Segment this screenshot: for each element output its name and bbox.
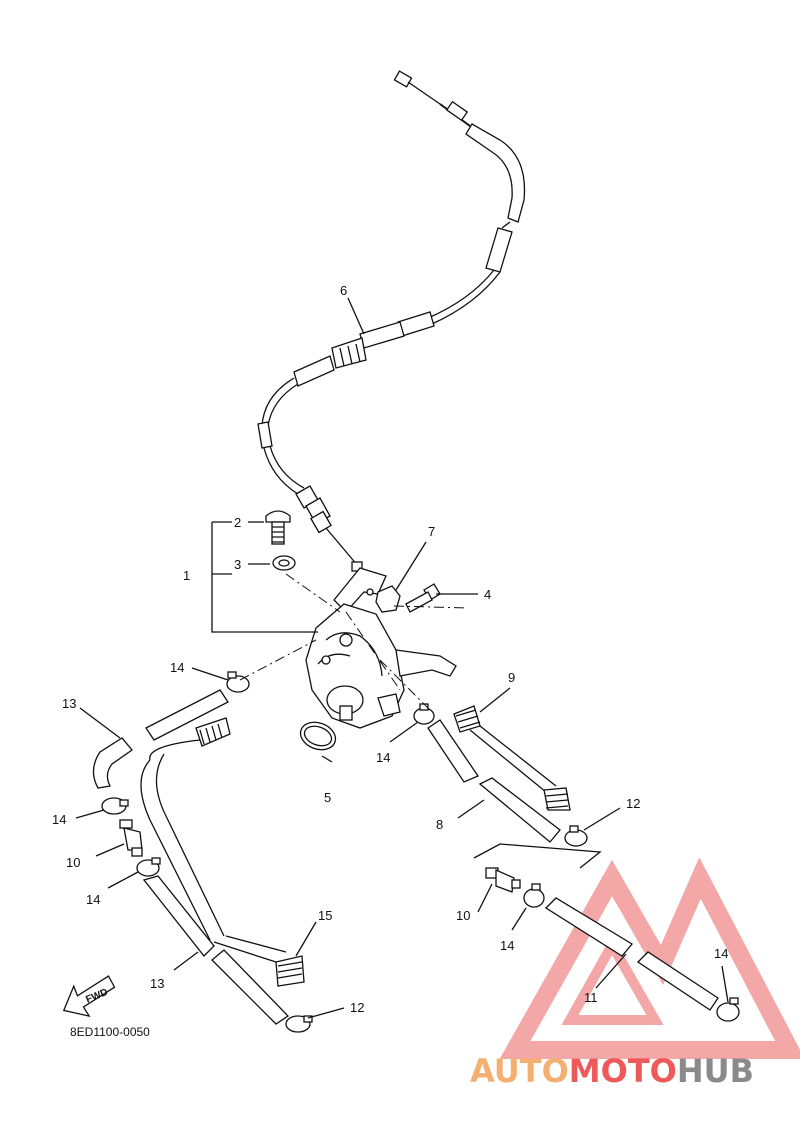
throttle-cable bbox=[257, 70, 526, 572]
label-5: 5 bbox=[324, 790, 331, 805]
label-14-b: 14 bbox=[52, 812, 66, 827]
nut-7 bbox=[375, 585, 401, 613]
logo-auto: AUTO bbox=[470, 1052, 569, 1090]
logo-moto: MOTO bbox=[569, 1052, 677, 1090]
label-15: 15 bbox=[318, 908, 332, 923]
hose-8 bbox=[427, 719, 561, 843]
label-6: 6 bbox=[340, 283, 347, 298]
label-12-left: 12 bbox=[350, 1000, 364, 1015]
hose-13-upper bbox=[92, 689, 229, 789]
clamp-14-e bbox=[523, 883, 545, 908]
clamp-14-f bbox=[716, 997, 740, 1022]
o-ring-5 bbox=[299, 721, 337, 751]
diagram-ref-code: 8ED1100-0050 bbox=[70, 1025, 150, 1039]
oil-pump-assembly bbox=[305, 567, 457, 729]
label-4: 4 bbox=[484, 587, 491, 602]
label-14-a: 14 bbox=[170, 660, 184, 675]
label-14-f: 14 bbox=[714, 946, 728, 961]
label-11: 11 bbox=[584, 990, 598, 1005]
bolt-4 bbox=[405, 583, 441, 613]
clamp-14-c bbox=[136, 857, 161, 877]
clamp-14-d bbox=[413, 703, 435, 725]
bolt-2 bbox=[265, 510, 291, 545]
label-1: 1 bbox=[183, 568, 190, 583]
label-14-c: 14 bbox=[86, 892, 100, 907]
part-labels: 1 2 3 4 5 6 7 8 9 10 10 11 12 12 13 13 1… bbox=[52, 283, 728, 1015]
label-14-d: 14 bbox=[376, 750, 390, 765]
watermark-logo: AUTOMOTOHUB bbox=[470, 1052, 754, 1090]
clamp-14-b bbox=[101, 797, 129, 815]
label-13-lower: 13 bbox=[150, 976, 164, 991]
leader-lines bbox=[75, 297, 729, 1019]
clamp-12-right bbox=[564, 825, 588, 847]
washer-3 bbox=[272, 555, 296, 571]
label-9: 9 bbox=[508, 670, 515, 685]
watermark-triangle-icon bbox=[499, 857, 800, 1059]
fwd-arrow-icon: FWD bbox=[62, 975, 116, 1018]
hose-11 bbox=[544, 897, 719, 1011]
label-10-right: 10 bbox=[456, 908, 470, 923]
joint-10-left bbox=[119, 819, 143, 857]
label-14-e: 14 bbox=[500, 938, 514, 953]
label-2: 2 bbox=[234, 515, 241, 530]
inset-bracket bbox=[473, 843, 602, 869]
hose-9 bbox=[453, 705, 571, 811]
label-12-right: 12 bbox=[626, 796, 640, 811]
clamp-12-left bbox=[285, 1015, 313, 1033]
logo-text: AUTOMOTOHUB bbox=[470, 1052, 754, 1090]
label-7: 7 bbox=[428, 524, 435, 539]
label-8: 8 bbox=[436, 817, 443, 832]
label-10-left: 10 bbox=[66, 855, 80, 870]
assembly-center-lines bbox=[239, 573, 469, 709]
label-13-upper: 13 bbox=[62, 696, 76, 711]
clamp-14-a bbox=[226, 671, 250, 693]
joint-10-right bbox=[485, 867, 521, 893]
label-3: 3 bbox=[234, 557, 241, 572]
hose-15 bbox=[140, 717, 305, 987]
logo-hub: HUB bbox=[677, 1052, 754, 1090]
hose-13-lower bbox=[142, 875, 290, 1025]
